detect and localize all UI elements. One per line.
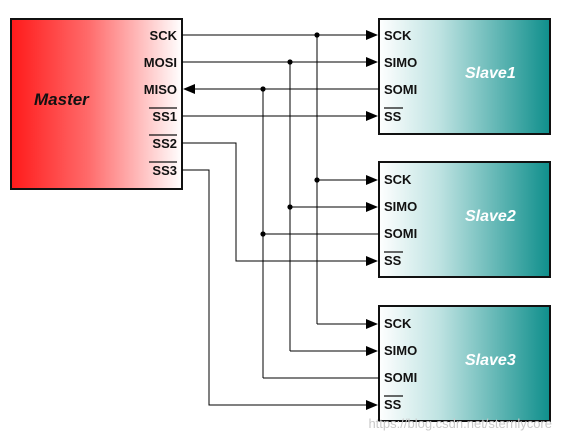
slave3-pin-simo: SIMO bbox=[384, 343, 417, 358]
wire-ss2 bbox=[182, 142, 378, 266]
master-pin-ss1: SS1 bbox=[152, 109, 177, 124]
slave3-pin-somi: SOMI bbox=[384, 370, 417, 385]
slave3-block: Slave3 SCK SIMO SOMI SS bbox=[378, 305, 551, 422]
master-pin-ss2: SS2 bbox=[152, 136, 177, 151]
master-label: Master bbox=[34, 90, 90, 109]
slave1-pin-ss: SS bbox=[384, 109, 402, 124]
junction-mosi-mid bbox=[287, 204, 293, 210]
slave2-pin-simo: SIMO bbox=[384, 199, 417, 214]
slave3-pin-sck: SCK bbox=[384, 316, 412, 331]
watermark: https://blog.csdn.net/sternlycore bbox=[368, 416, 552, 431]
wire-ss3 bbox=[182, 169, 378, 410]
master-pin-mosi: MOSI bbox=[144, 55, 177, 70]
slave2-pin-ss: SS bbox=[384, 253, 402, 268]
slave2-block: Slave2 SCK SIMO SOMI SS bbox=[378, 161, 551, 278]
slave3-label: Slave3 bbox=[465, 352, 516, 369]
slave2-box bbox=[378, 161, 551, 278]
master-box bbox=[10, 18, 183, 190]
slave1-pin-sck: SCK bbox=[384, 28, 412, 43]
slave3-box bbox=[378, 305, 551, 422]
junction-miso-mid bbox=[260, 231, 266, 237]
slave2-label: Slave2 bbox=[465, 208, 516, 225]
slave3-pin-ss: SS bbox=[384, 397, 402, 412]
junction-miso-top bbox=[260, 86, 266, 92]
slave1-pin-somi: SOMI bbox=[384, 82, 417, 97]
junctions bbox=[260, 32, 320, 237]
wires bbox=[182, 30, 379, 410]
junction-mosi-top bbox=[287, 59, 293, 65]
slave1-box bbox=[378, 18, 551, 135]
slave2-pin-sck: SCK bbox=[384, 172, 412, 187]
junction-sck-top bbox=[314, 32, 320, 38]
master-pin-miso: MISO bbox=[144, 82, 177, 97]
master-block: Master SCK MOSI MISO SS1 SS2 SS3 bbox=[10, 18, 183, 190]
slave2-pin-somi: SOMI bbox=[384, 226, 417, 241]
master-pin-ss3: SS3 bbox=[152, 163, 177, 178]
slave1-pin-simo: SIMO bbox=[384, 55, 417, 70]
slave1-label: Slave1 bbox=[465, 65, 516, 82]
master-pin-sck: SCK bbox=[150, 28, 178, 43]
slave1-block: Slave1 SCK SIMO SOMI SS bbox=[378, 18, 551, 135]
junction-sck-mid bbox=[314, 177, 320, 183]
